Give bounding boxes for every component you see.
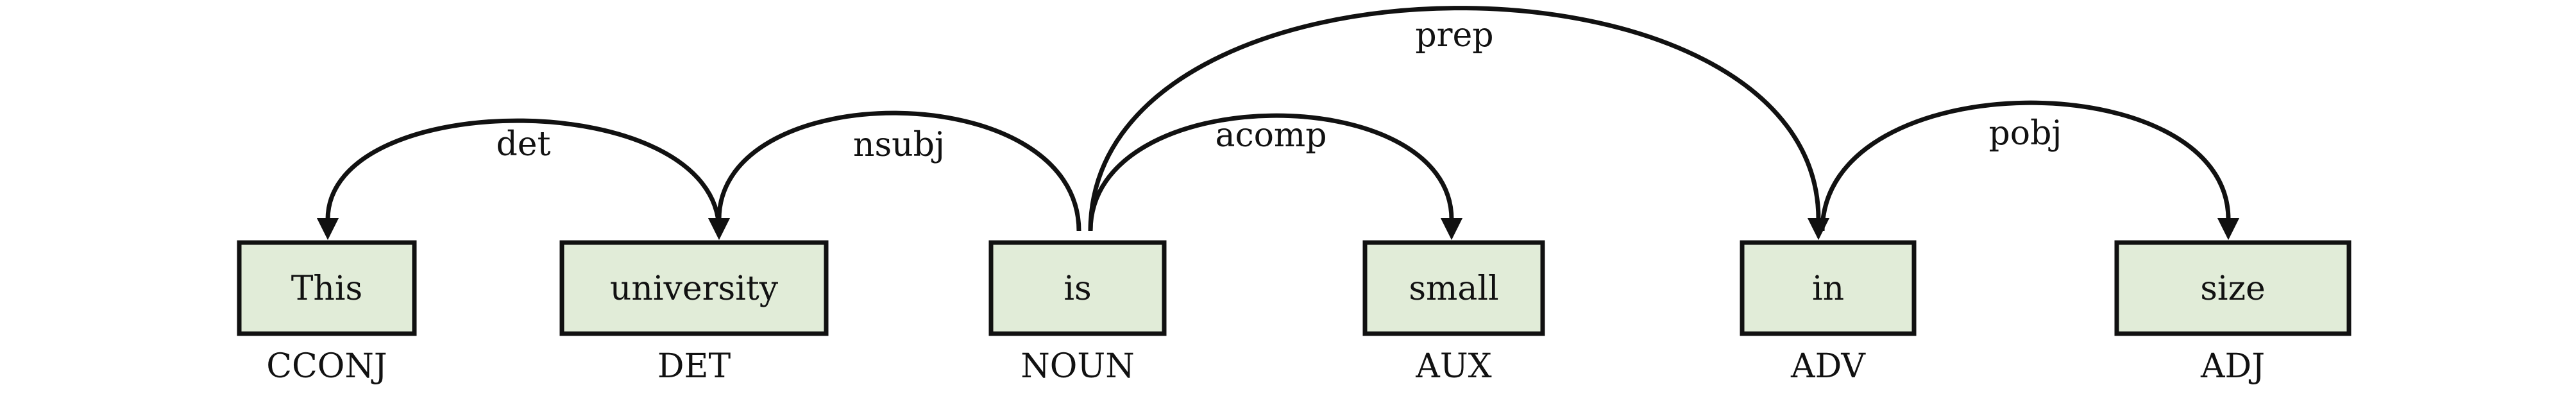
arc-label: nsubj — [853, 126, 945, 164]
token-box — [1740, 240, 1917, 336]
arc-line — [1088, 113, 1454, 232]
token-box — [988, 240, 1167, 336]
token-pos-tag: ADJ — [2200, 347, 2265, 386]
arc-label: pobj — [1988, 114, 2062, 153]
token-word: is — [1063, 270, 1091, 308]
arc-pobj: pobj — [1820, 100, 2239, 240]
arc-label: prep — [1415, 16, 1493, 55]
token-word: university — [610, 270, 779, 308]
arc-label: acomp — [1215, 116, 1326, 155]
token-word: in — [1812, 270, 1844, 308]
token-word: size — [2200, 270, 2266, 308]
arrowhead — [1808, 218, 1829, 240]
token-box — [1362, 240, 1545, 336]
arc-det: det — [317, 118, 722, 240]
arrowhead — [1441, 218, 1462, 240]
arc-line — [716, 110, 1081, 232]
token-pos-tag: DET — [657, 347, 731, 386]
arc-acomp: acomp — [1088, 113, 1462, 240]
arc-label: det — [496, 125, 551, 164]
arc-prep: prep — [1088, 6, 1829, 240]
arc-line — [1820, 100, 2231, 232]
token-box — [2114, 240, 2351, 336]
token-pos-tag: CCONJ — [266, 347, 387, 386]
token-pos-tag: ADV — [1790, 347, 1866, 386]
arc-line — [1088, 6, 1821, 232]
arrowhead — [2217, 218, 2239, 240]
token-word: This — [291, 270, 363, 308]
token-box — [237, 240, 417, 336]
token-word: small — [1409, 270, 1498, 308]
token-box — [559, 240, 829, 336]
arc-nsubj: nsubj — [708, 110, 1081, 240]
arcs-layer: det nsubj acomp prep pobj — [317, 6, 2239, 240]
arc-line — [325, 118, 722, 232]
arrowhead — [317, 218, 339, 240]
token-pos-tag: AUX — [1415, 347, 1491, 386]
token-pos-tag: NOUN — [1021, 347, 1134, 386]
arrowhead — [708, 218, 730, 240]
